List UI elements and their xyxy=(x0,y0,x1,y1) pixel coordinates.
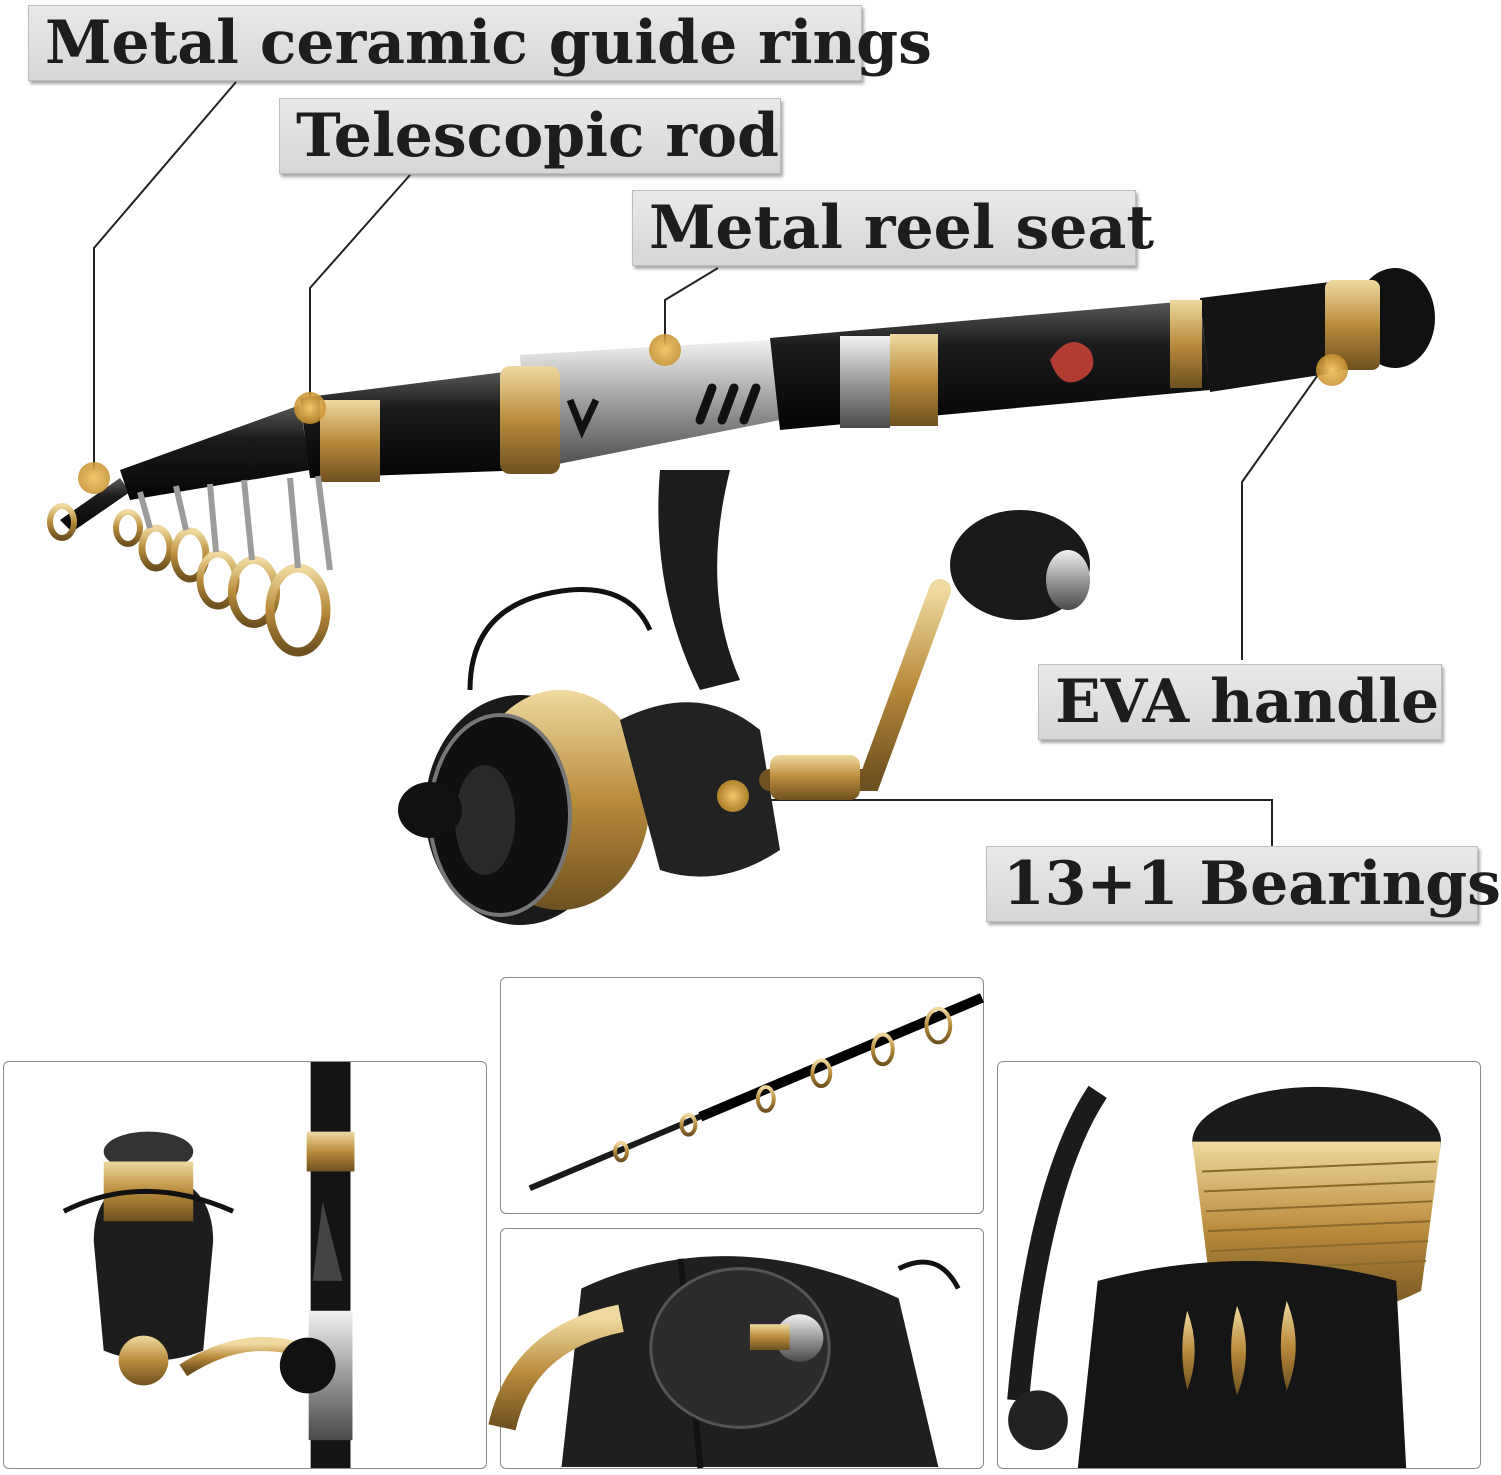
reel-gear-image xyxy=(488,1256,961,1469)
telescopic-rod-image xyxy=(528,993,984,1191)
spinning-reel xyxy=(398,470,1090,925)
panel-reel-on-rod xyxy=(3,1061,487,1469)
leader-lines xyxy=(93,81,1321,846)
reel-spool-image xyxy=(1007,1085,1442,1468)
label-bearings: 13+1 Bearings xyxy=(986,846,1501,922)
panel-reel-spool xyxy=(997,1061,1481,1469)
label-reel-seat: Metal reel seat xyxy=(632,190,1154,266)
panel-reel-gear xyxy=(488,1228,984,1469)
rod-and-reel-illustration xyxy=(47,81,1435,925)
panel-telescopic-rod xyxy=(500,977,984,1214)
ring-stems xyxy=(137,475,333,571)
label-guide-rings: Metal ceramic guide rings xyxy=(28,5,932,81)
label-telescopic-rod: Telescopic rod xyxy=(279,98,781,174)
guide-rings xyxy=(47,503,331,657)
rod-body xyxy=(60,268,1435,532)
reel-on-rod-image xyxy=(62,1062,355,1468)
callout-markers xyxy=(78,334,1348,812)
label-eva-handle: EVA handle xyxy=(1038,664,1442,740)
